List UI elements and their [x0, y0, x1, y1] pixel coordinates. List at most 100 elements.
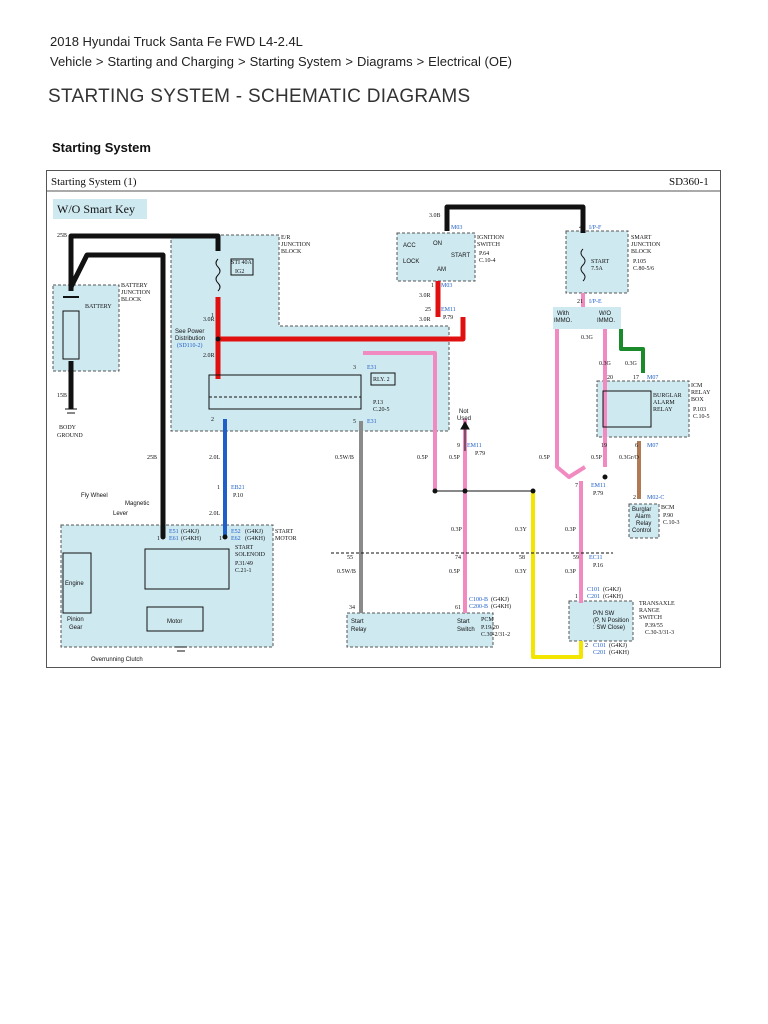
connector-e61[interactable]: E61	[169, 536, 179, 542]
er-block-label: JUNCTION	[281, 242, 311, 248]
diagram-title: Starting System (1)	[51, 176, 137, 188]
wire-label: 0.3G	[599, 361, 612, 367]
connector-c200-b[interactable]: C200-B	[469, 604, 488, 610]
breadcrumb-separator: >	[238, 54, 246, 69]
wire-label: 0.3G	[581, 335, 594, 341]
breadcrumb-item-starting-system[interactable]: Starting System	[249, 54, 342, 69]
pcm-start-switch: Switch	[457, 627, 475, 633]
pin-number: 2	[211, 417, 214, 423]
wire-pink-with-immo	[555, 329, 587, 479]
pin-number: 9	[457, 443, 460, 449]
connector-c201[interactable]: C201	[587, 594, 600, 600]
wire-label: 0.3Y	[515, 527, 528, 533]
schematic-svg: Starting System (1) SD360-1 W/O Smart Ke…	[47, 176, 720, 663]
junction-dot	[462, 488, 468, 494]
title-texts: Starting System (1) SD360-1 W/O Smart Ke…	[51, 176, 709, 216]
transaxle-label: RANGE	[639, 608, 660, 614]
smart-jb-label: BLOCK	[631, 249, 652, 255]
connector-em11[interactable]: EM11	[591, 483, 606, 489]
breadcrumb-item-starting-charging[interactable]: Starting and Charging	[107, 54, 234, 69]
not-used-arrow-icon	[460, 420, 470, 430]
connector-e31[interactable]: E31	[367, 365, 377, 371]
wire-label: 15B	[57, 393, 67, 399]
rly2-box	[370, 372, 396, 386]
breadcrumb-item-diagrams[interactable]: Diagrams	[356, 54, 413, 69]
thin-lines	[62, 248, 652, 652]
connector-variant: (G4KJ)	[245, 528, 263, 535]
smart-start-label: START	[591, 259, 609, 265]
start-motor-label: MOTOR	[275, 536, 297, 542]
junction-dot	[215, 336, 221, 342]
body-ground-label: GROUND	[57, 433, 83, 439]
smart-junction-block-box	[565, 230, 629, 294]
wire-green-03g	[619, 329, 645, 373]
rly2-ref: C.20-5	[373, 407, 390, 413]
motor-box	[146, 606, 204, 632]
connector-c201[interactable]: C201	[593, 650, 606, 656]
breadcrumb-item-vehicle[interactable]: Vehicle	[50, 54, 92, 69]
engine-box	[62, 552, 92, 614]
see-power-ref[interactable]: (SD110-2)	[177, 342, 202, 349]
connector-em11[interactable]: EM11	[467, 443, 482, 449]
connector-e52[interactable]: E52	[231, 529, 241, 535]
pcm-start-switch: Start	[457, 619, 470, 625]
ignition-start: START	[451, 253, 470, 259]
connector-variant: (G4KJ)	[491, 596, 509, 603]
wo-immo-label: IMMO.	[597, 318, 615, 324]
connector-em11[interactable]: EM11	[441, 307, 456, 313]
start-solenoid-label: START	[235, 545, 253, 551]
junction-dot	[432, 488, 438, 494]
pin-number: 19	[601, 443, 607, 449]
connector-ip-f[interactable]: I/P-F	[589, 225, 602, 231]
battery-cell-icon	[62, 310, 80, 360]
wire-label: 0.5P	[591, 455, 603, 461]
connector-m07[interactable]: M07	[647, 375, 658, 381]
pin-number: 3	[353, 365, 356, 371]
pin-number: 2	[585, 643, 588, 649]
transaxle-label: SWITCH	[639, 615, 663, 621]
pin-numbers: 1 2 1 3 5 1 25 9 4 21 20 17 19 6 7 2 1 5…	[157, 225, 639, 649]
connector-ref: P.79	[443, 315, 453, 321]
connector-c100-b[interactable]: C100-B	[469, 597, 488, 603]
rly2-label: RLY. 2	[373, 377, 390, 383]
breadcrumb-item-electrical[interactable]: Electrical (OE)	[428, 54, 512, 69]
option-label-box	[53, 199, 147, 219]
connector-m07[interactable]: M07	[647, 443, 658, 449]
battery-block-label: BATTERY	[121, 283, 148, 289]
with-immo-label: IMMO.	[554, 318, 572, 324]
wire-yellow-03y	[531, 491, 583, 659]
connector-m02-c[interactable]: M02-C	[647, 495, 664, 501]
pin-number: 25	[425, 307, 431, 313]
pcm-start-relay: Relay	[351, 627, 366, 633]
schematic-diagram: Starting System (1) SD360-1 W/O Smart Ke…	[46, 170, 721, 668]
connector-e62[interactable]: E62	[231, 536, 241, 542]
connector-e31[interactable]: E31	[367, 419, 377, 425]
motor-label: Motor	[167, 619, 182, 625]
pinion-label: Pinion	[67, 617, 84, 623]
junction-dots	[160, 336, 608, 540]
pin-number: 1	[575, 594, 578, 600]
smart-start-rating: 7.5A	[591, 266, 604, 272]
body-ground-label: BODY	[59, 425, 77, 431]
connector-eb21[interactable]: EB21	[231, 485, 245, 491]
connector-ip-e[interactable]: I/P-E	[589, 299, 602, 305]
wire-label: 3.0R	[419, 293, 431, 299]
start-motor-label: START	[275, 529, 293, 535]
fuse-start-icon	[580, 248, 586, 282]
connector-c101[interactable]: C101	[593, 643, 606, 649]
engine-label: Engine	[65, 581, 84, 587]
pin-number: 17	[633, 375, 639, 381]
fuse-ig2-label: IG2	[235, 269, 244, 275]
pin-number: 1	[219, 536, 222, 542]
connector-m03[interactable]: M03	[441, 283, 452, 289]
connector-e51[interactable]: E51	[169, 529, 179, 535]
component-labels: BATTERY JUNCTION BLOCK BATTERY BODY GROU…	[57, 235, 711, 663]
wire-label: 2.0L	[209, 455, 221, 461]
pcm-ref: P.19/20	[481, 625, 499, 631]
wire-label: 0.5W/B	[337, 569, 356, 575]
pn-sw-label: (P, N Position	[593, 618, 629, 624]
pin-number: 1	[211, 313, 214, 319]
connector-m03[interactable]: M03	[451, 225, 462, 231]
connector-ec11[interactable]: EC11	[589, 555, 602, 561]
connector-c101[interactable]: C101	[587, 587, 600, 593]
